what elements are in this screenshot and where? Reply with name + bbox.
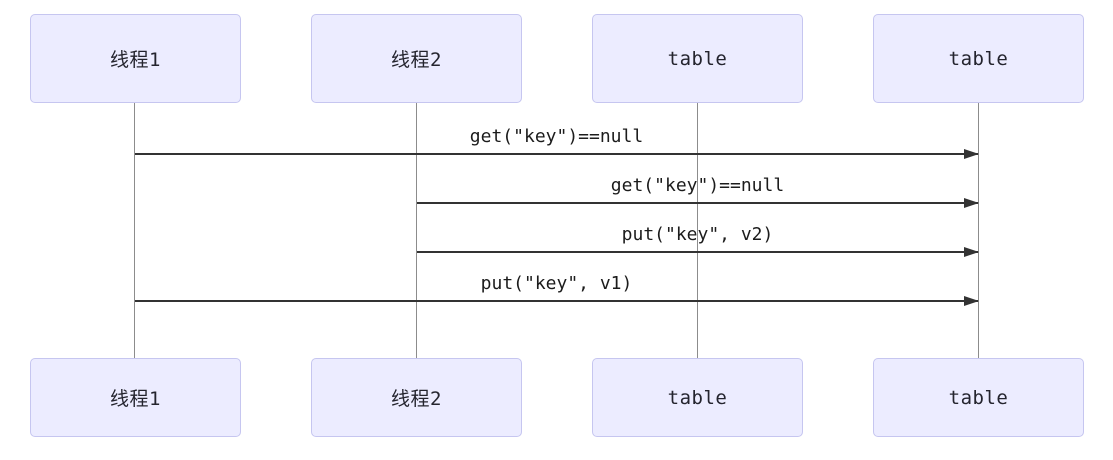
arrow-line (417, 251, 978, 253)
arrowhead-icon (964, 296, 979, 306)
actor-label-thread1-bottom: 线程1 (110, 388, 161, 410)
arrowhead-icon (964, 149, 979, 159)
arrowhead-icon (964, 198, 979, 208)
lifeline-thread2 (416, 103, 417, 359)
actor-box-table2-top: table (873, 14, 1084, 103)
actor-label-table1-bottom: table (667, 386, 728, 409)
actor-label-table2-bottom: table (948, 386, 1009, 409)
actor-box-thread1-bottom: 线程1 (30, 358, 241, 437)
actor-label-table2: table (948, 47, 1009, 70)
message-label: put("key", v1) (480, 273, 633, 294)
actor-label-table1: table (667, 47, 728, 70)
lifeline-table2 (978, 103, 979, 359)
actor-box-table1-bottom: table (592, 358, 803, 437)
actor-box-thread1-top: 线程1 (30, 14, 241, 103)
arrow-line (135, 300, 978, 302)
actor-box-thread2-bottom: 线程2 (311, 358, 522, 437)
lifeline-thread1 (134, 103, 135, 359)
message-label: get("key")==null (469, 126, 644, 147)
actor-label-thread2: 线程2 (391, 49, 442, 71)
arrowhead-icon (964, 247, 979, 257)
lifeline-table1 (697, 103, 698, 359)
actor-box-thread2-top: 线程2 (311, 14, 522, 103)
arrow-line (135, 153, 978, 155)
actor-box-table1-top: table (592, 14, 803, 103)
actor-box-table2-bottom: table (873, 358, 1084, 437)
message-label: get("key")==null (610, 175, 785, 196)
actor-label-thread2-bottom: 线程2 (391, 388, 442, 410)
arrow-line (417, 202, 978, 204)
message-label: put("key", v2) (621, 224, 774, 245)
actor-label-thread1: 线程1 (110, 49, 161, 71)
